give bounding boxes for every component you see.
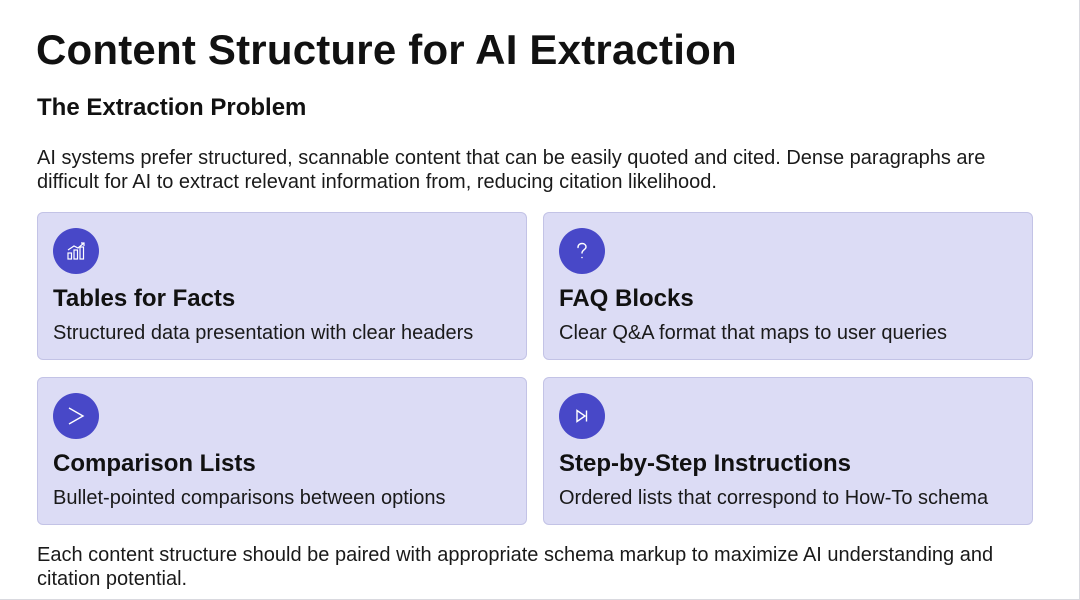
footer-note: Each content structure should be paired … bbox=[37, 544, 994, 590]
card-tables-for-facts: Tables for Facts Structured data present… bbox=[37, 212, 527, 360]
card-title: Comparison Lists bbox=[53, 450, 256, 477]
card-description: Clear Q&A format that maps to user queri… bbox=[559, 322, 947, 344]
card-title: FAQ Blocks bbox=[559, 285, 694, 312]
card-title: Step-by-Step Instructions bbox=[559, 450, 852, 477]
card-description: Bullet-pointed comparisons between optio… bbox=[53, 487, 446, 509]
skip-forward-icon bbox=[559, 393, 605, 439]
card-faq-blocks: FAQ Blocks Clear Q&A format that maps to… bbox=[543, 212, 1033, 360]
intro-paragraph: AI systems prefer structured, scannable … bbox=[37, 147, 986, 193]
question-mark-icon bbox=[559, 228, 605, 274]
slide-title: Content Structure for AI Extraction bbox=[36, 26, 737, 73]
bar-chart-icon bbox=[53, 228, 99, 274]
card-step-by-step-instructions: Step-by-Step Instructions Ordered lists … bbox=[543, 377, 1033, 525]
card-title: Tables for Facts bbox=[53, 285, 236, 312]
chevron-right-icon bbox=[53, 393, 99, 439]
card-description: Structured data presentation with clear … bbox=[53, 322, 474, 344]
card-comparison-lists: Comparison Lists Bullet-pointed comparis… bbox=[37, 377, 527, 525]
section-subtitle: The Extraction Problem bbox=[37, 94, 307, 121]
card-description: Ordered lists that correspond to How-To … bbox=[559, 487, 989, 509]
